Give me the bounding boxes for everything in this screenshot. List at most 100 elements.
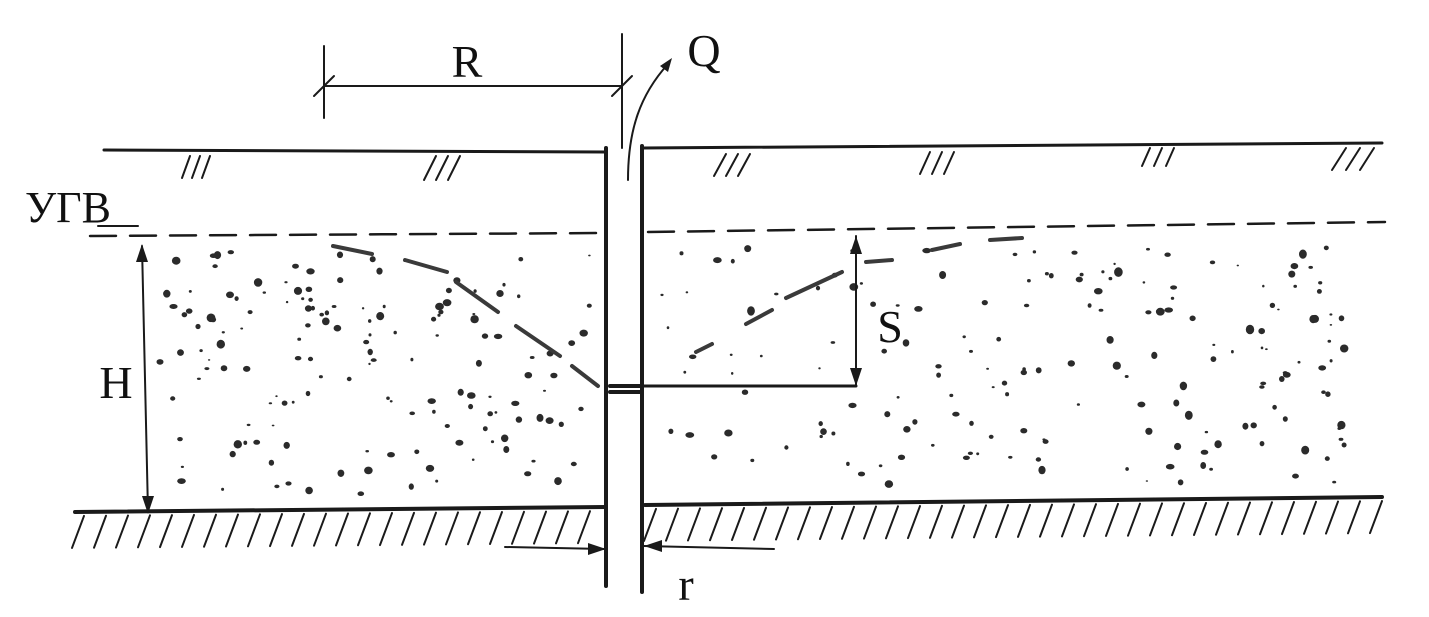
sand-grain xyxy=(991,386,995,389)
sand-grain xyxy=(1035,457,1042,462)
base-hatch-mark xyxy=(423,511,437,546)
sand-grain xyxy=(1113,262,1116,266)
sand-grain xyxy=(896,396,900,399)
sand-grain xyxy=(976,452,980,456)
sand-grain xyxy=(409,411,416,416)
sand-grain xyxy=(1325,391,1331,398)
sand-grain xyxy=(536,413,544,422)
sand-grain xyxy=(216,339,225,349)
sand-grain xyxy=(319,312,325,317)
sand-grain xyxy=(357,491,365,497)
sand-grain xyxy=(1282,371,1291,378)
sand-grain xyxy=(1288,270,1296,278)
base-hatch-mark xyxy=(71,514,85,549)
sand-grain xyxy=(324,310,330,316)
sand-grain xyxy=(204,367,210,371)
base-hatch-mark xyxy=(863,505,877,540)
base-hatch-mark xyxy=(1039,503,1053,538)
sand-grain xyxy=(884,411,891,418)
sand-grain xyxy=(750,458,755,463)
sand-grain xyxy=(660,293,664,297)
base-hatch-mark xyxy=(511,510,525,545)
sand-grain xyxy=(744,245,752,253)
sand-grain xyxy=(285,481,292,486)
base-hatch-mark xyxy=(1149,502,1163,537)
sand-grain xyxy=(180,465,184,468)
sand-grain xyxy=(969,420,974,426)
sand-grain xyxy=(363,339,370,345)
base-hatch-mark xyxy=(1303,500,1317,535)
sand-grain xyxy=(305,286,313,292)
base-hatch-mark xyxy=(159,514,173,549)
sand-grain xyxy=(859,282,864,285)
sand-grain xyxy=(818,367,821,370)
sand-grain xyxy=(1087,303,1092,308)
sand-grain xyxy=(936,372,941,378)
sand-grain xyxy=(268,402,273,405)
sand-grain xyxy=(1098,308,1104,312)
base-hatch-mark xyxy=(1105,502,1119,537)
sand-grain xyxy=(247,310,253,315)
sand-grain xyxy=(902,339,910,347)
sand-grain xyxy=(1338,315,1345,322)
base-hatch-mark xyxy=(1083,503,1097,538)
sand-grain xyxy=(1290,263,1299,270)
sand-grain xyxy=(367,348,373,356)
sand-grain xyxy=(246,423,251,427)
sand-grain xyxy=(370,358,377,362)
sand-grain xyxy=(1204,430,1209,434)
base-hatch-mark xyxy=(335,512,349,547)
sand-grain xyxy=(156,359,164,365)
sand-grain xyxy=(221,331,225,334)
sand-grain xyxy=(281,400,288,406)
base-hatch-mark xyxy=(1017,503,1031,538)
base-hatch-mark xyxy=(995,504,1009,539)
sand-grain xyxy=(488,395,492,398)
sand-grain xyxy=(501,434,509,443)
sand-grain xyxy=(253,278,263,287)
sand-grain xyxy=(283,441,290,449)
sand-grain xyxy=(1076,403,1080,406)
sand-grain xyxy=(895,304,900,307)
sand-grain xyxy=(1242,422,1249,430)
sand-grain xyxy=(969,349,973,353)
sand-grain xyxy=(1214,440,1222,449)
ground-surface-hatching xyxy=(181,147,1375,181)
sand-grain xyxy=(1338,437,1344,441)
sand-grain xyxy=(683,370,687,374)
sand-grain xyxy=(494,411,498,414)
sand-grain xyxy=(531,459,536,463)
base-hatch-mark xyxy=(907,505,921,540)
sand-grain xyxy=(1012,252,1018,257)
sand-grain xyxy=(368,319,372,323)
sand-grain xyxy=(818,421,823,427)
base-hatch-mark xyxy=(1281,501,1295,536)
sand-grain xyxy=(529,356,535,359)
sand-grain xyxy=(163,289,171,298)
sand-grain xyxy=(1318,281,1323,285)
sand-grain xyxy=(1329,313,1333,316)
sand-grain xyxy=(1210,356,1217,362)
base-hatch-mark xyxy=(709,507,723,542)
sand-grain xyxy=(368,362,371,366)
sand-grain xyxy=(304,305,312,312)
sand-grain xyxy=(967,451,974,455)
impermeable-base xyxy=(71,495,1384,549)
sand-grain xyxy=(196,377,201,380)
sand-grain xyxy=(275,395,278,398)
sand-grain xyxy=(435,479,439,483)
sand-grain xyxy=(467,392,476,399)
sand-grain xyxy=(308,297,313,302)
sand-grain xyxy=(389,400,393,403)
groundwater-level-line xyxy=(88,220,1387,238)
sand-grain xyxy=(1035,367,1042,374)
sand-grain xyxy=(1177,479,1184,486)
sand-grain xyxy=(305,390,311,397)
sand-grain xyxy=(1301,445,1310,455)
sand-grain xyxy=(1292,473,1299,479)
sand-grain xyxy=(550,372,558,379)
radius-of-influence-label: R xyxy=(452,36,483,87)
base-hatch-mark xyxy=(379,512,393,547)
sand-grain xyxy=(212,264,218,269)
sand-grain xyxy=(1027,279,1031,283)
